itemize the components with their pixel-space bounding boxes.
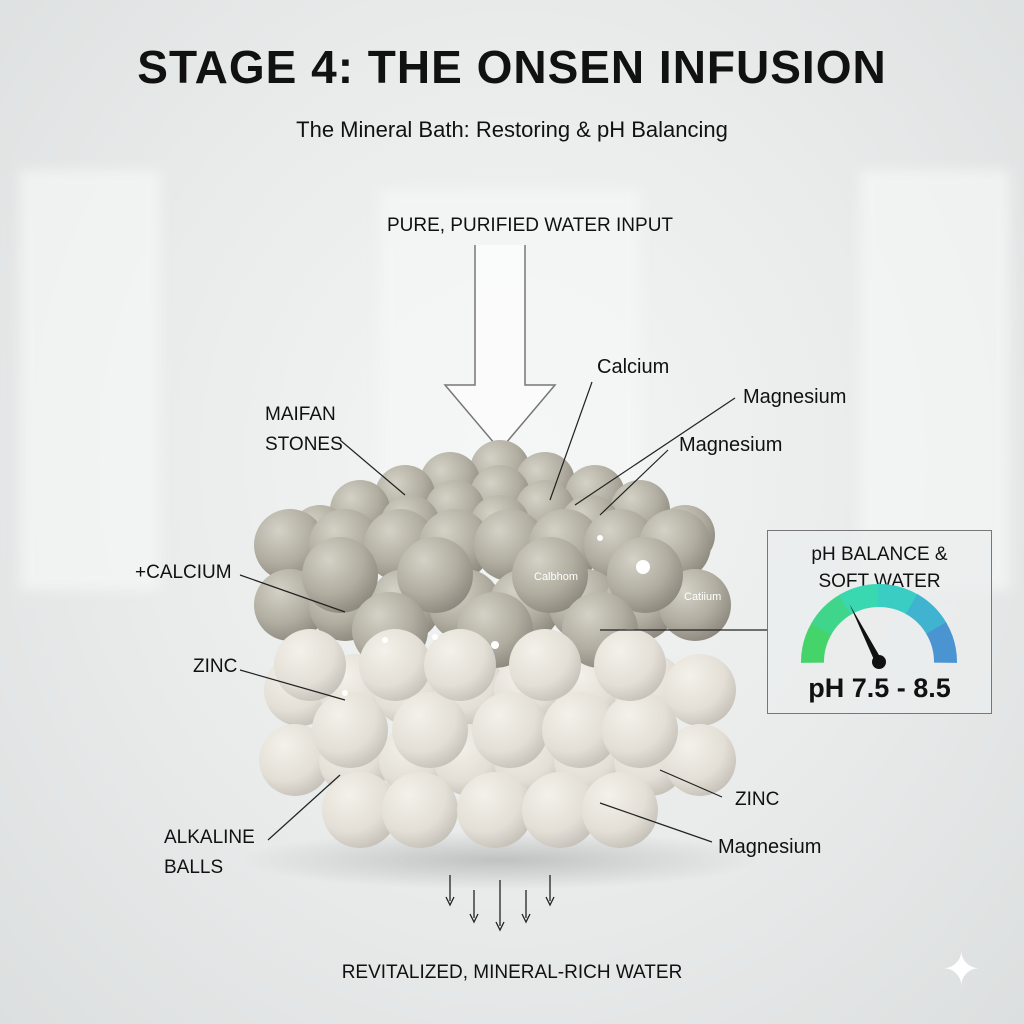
alkaline-ball [424, 629, 496, 701]
alkaline-ball [602, 692, 678, 768]
maifan-stone [397, 537, 473, 613]
label-magnesium-2: Magnesium [679, 434, 783, 456]
ph-panel-title: pH BALANCE & SOFT WATER [768, 541, 991, 595]
highlight [382, 637, 388, 643]
label-plus-calcium: +CALCIUM [135, 562, 232, 583]
gauge-needle [849, 604, 883, 662]
ph-title-line: SOFT WATER [818, 571, 941, 592]
gauge-segment [801, 622, 832, 663]
gauge-segment [839, 584, 880, 615]
alkaline-ball [664, 654, 736, 726]
gauge-pivot [872, 655, 886, 669]
label-magnesium-1: Magnesium [743, 386, 847, 408]
output-arrows-icon [445, 875, 555, 932]
alkaline-ball [542, 692, 618, 768]
maifan-stone [607, 537, 683, 613]
highlight [597, 535, 603, 541]
alkaline-ball [359, 629, 431, 701]
alkaline-ball [274, 629, 346, 701]
gauge-segment [810, 593, 853, 636]
label-zinc-left: ZINC [193, 656, 238, 677]
input-arrow-icon [443, 245, 557, 452]
alkaline-ball [457, 772, 533, 848]
label-zinc-right: ZINC [735, 789, 780, 810]
label-alkaline-balls: ALKALINE BALLS [164, 823, 255, 883]
label-line: ALKALINE [164, 827, 255, 848]
background-window [20, 170, 160, 590]
label-line: BALLS [164, 857, 224, 878]
ball-label-calbhom: Calbhom [534, 571, 579, 583]
label-magnesium-3: Magnesium [718, 836, 822, 858]
alkaline-ball [664, 724, 736, 796]
alkaline-ball [382, 772, 458, 848]
highlight [636, 560, 650, 574]
page-subtitle: The Mineral Bath: Restoring & pH Balanci… [296, 117, 728, 142]
alkaline-ball [509, 629, 581, 701]
alkaline-ball [522, 772, 598, 848]
maifan-stone [512, 537, 588, 613]
leader-lines [239, 381, 768, 843]
maifan-stone [302, 537, 378, 613]
highlight [491, 641, 499, 649]
ph-title-line: pH BALANCE & [811, 544, 948, 565]
highlight [342, 690, 348, 696]
alkaline-ball [472, 692, 548, 768]
gauge-segment [905, 593, 948, 636]
sparkle-icon: ✦ [942, 943, 981, 995]
label-maifan-stones: MAIFAN STONES [265, 400, 343, 460]
alkaline-ball [312, 692, 388, 768]
background-window [860, 170, 1010, 590]
ph-value: pH 7.5 - 8.5 [808, 673, 951, 703]
gauge-segment [926, 622, 957, 663]
alkaline-ball [322, 772, 398, 848]
alkaline-ball [259, 724, 331, 796]
label-line: STONES [265, 434, 343, 455]
output-label: REVITALIZED, MINERAL-RICH WATER [341, 962, 683, 983]
label-line: MAIFAN [265, 404, 336, 425]
label-calcium: Calcium [597, 356, 670, 378]
ph-gauge [801, 584, 957, 669]
input-label: PURE, PURIFIED WATER INPUT [386, 215, 674, 236]
highlight [432, 634, 438, 640]
ph-balance-panel: pH BALANCE & SOFT WATER pH 7.5 - 8.5 [767, 530, 992, 714]
page-title: STAGE 4: THE ONSEN INFUSION [137, 41, 887, 93]
ball-label-catiium: Catiium [684, 591, 722, 603]
alkaline-ball [392, 692, 468, 768]
gauge-segment [878, 584, 919, 615]
alkaline-ball [594, 629, 666, 701]
